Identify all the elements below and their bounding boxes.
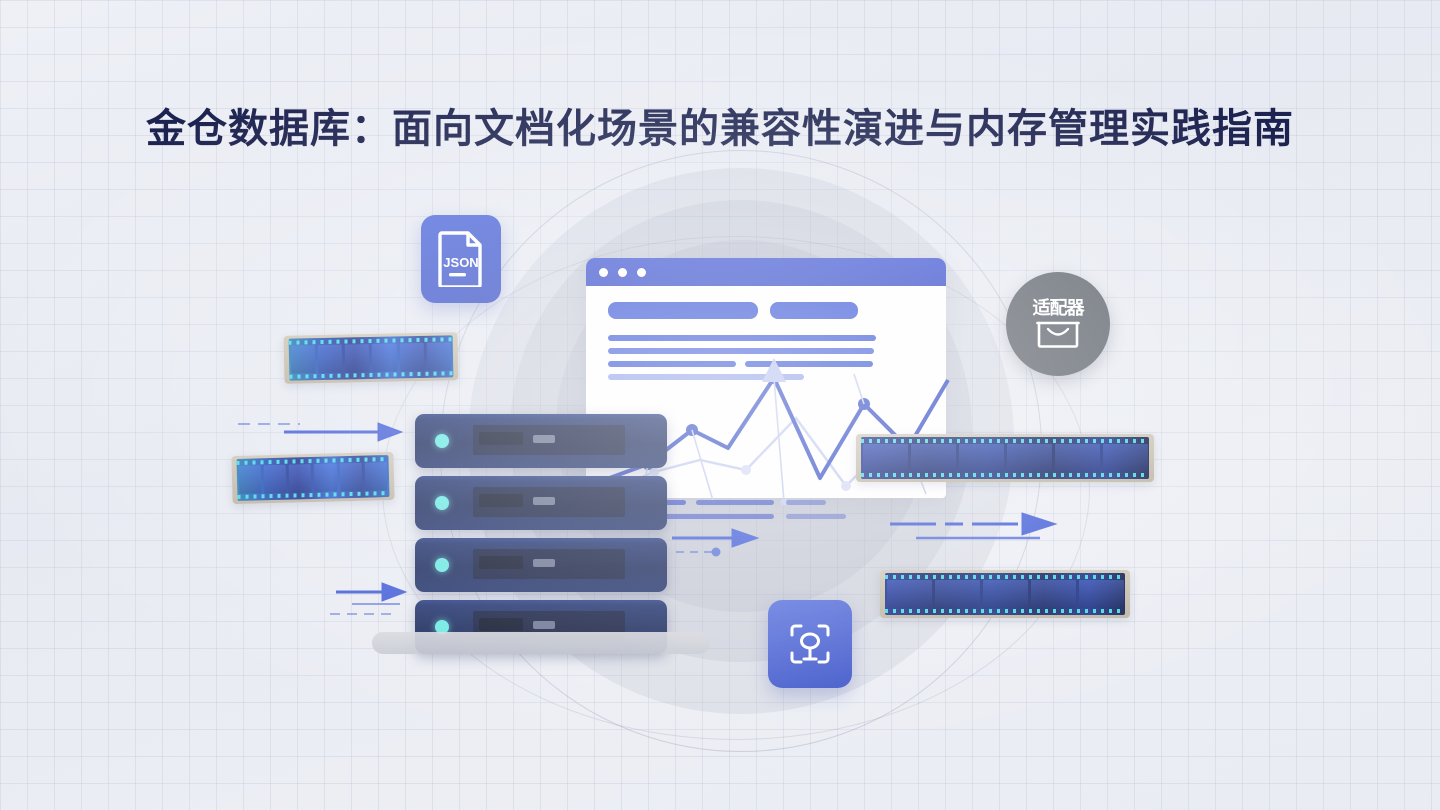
ram-chip [910,444,956,472]
ram-chip [934,580,980,608]
ram-chip [314,463,338,492]
json-document-glyph: JSON [438,231,482,287]
ram-chip [288,464,312,493]
traffic-light-close-icon[interactable] [599,267,608,277]
drive-slot-light [533,621,555,629]
status-led-icon [435,620,449,634]
data-settings-icon[interactable] [768,600,852,688]
content-chip [608,302,758,319]
content-line [608,374,804,380]
drive-slot-light [533,497,555,505]
drive-slot-light [533,559,555,567]
ram-module-right-lower [880,570,1130,618]
status-led-icon [435,496,449,510]
ram-chip [317,344,343,374]
ram-board [288,335,454,381]
server-unit-1[interactable] [415,414,667,468]
server-unit-3[interactable] [415,538,667,592]
drive-slot-dark [479,494,523,507]
ram-chip [238,465,262,494]
ram-chip [1078,580,1124,608]
ram-chip [1054,444,1100,472]
ram-chip [364,462,388,491]
ram-chip [290,345,316,374]
drive-slot-light [533,435,555,443]
content-line [608,335,876,341]
json-file-icon[interactable]: JSON [421,215,501,303]
ram-module-top-left [283,332,459,384]
ram-board [861,437,1149,479]
adapter-badge[interactable]: 适配器 [1006,272,1110,376]
ram-module-mid-left [231,451,395,505]
ram-board [885,573,1125,615]
server-unit-2[interactable] [415,476,667,530]
ram-chip [339,462,363,492]
ram-chip [958,444,1004,472]
ram-chip [982,580,1028,608]
rack-base-shelf [372,632,710,654]
content-chip [770,302,858,319]
drive-slot-dark [479,432,523,445]
ram-chip [399,342,425,372]
status-led-icon [435,434,449,448]
drive-slot-dark [479,556,523,569]
traffic-light-minimize-icon[interactable] [618,267,627,277]
adapter-badge-label: 适配器 [1032,298,1085,318]
scan-data-glyph [790,624,830,664]
ram-chip [426,342,452,371]
tray-box-icon [1036,321,1080,348]
drive-slot-dark [479,618,523,631]
svg-text:JSON: JSON [443,255,478,270]
ram-board [236,455,390,501]
browser-title-bar [586,258,946,286]
content-line-row [608,361,924,367]
content-line [608,361,736,367]
ram-chip [263,464,287,494]
traffic-light-maximize-icon[interactable] [637,267,646,277]
ram-chip [344,344,370,373]
ram-chip [372,343,398,372]
ram-chip [1006,444,1052,472]
status-led-icon [435,558,449,572]
ram-chip [862,444,908,472]
page-title: 金仓数据库：面向文档化场景的兼容性演进与内存管理实践指南 [146,107,1294,151]
browser-content [586,286,946,380]
ram-chip [886,580,932,608]
ram-chip [1030,580,1076,608]
ram-module-right-upper [856,434,1154,482]
content-line [745,361,873,367]
content-chip-row [608,302,924,319]
content-line [608,348,874,354]
ram-chip [1102,444,1148,472]
